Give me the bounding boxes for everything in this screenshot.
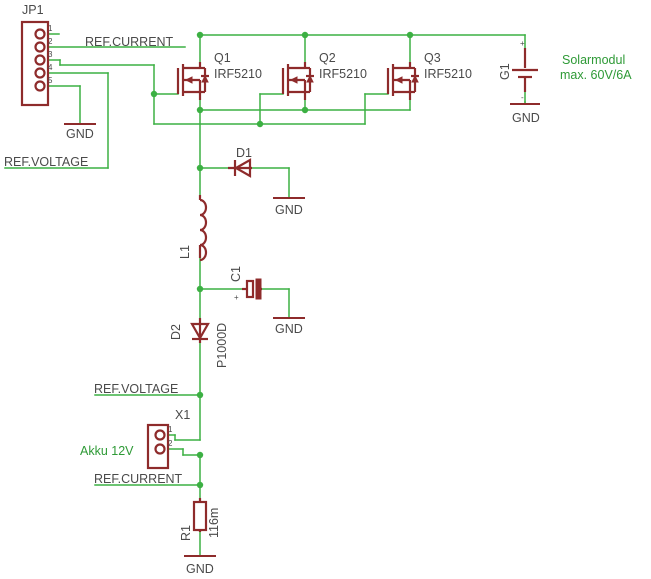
x1-connector: X1 1 2 Akku 12V <box>80 408 190 470</box>
jp1-pin-5: 5 <box>48 76 53 85</box>
gnd-label-r1: GND <box>186 562 214 576</box>
q3-value: IRF5210 <box>424 67 472 81</box>
q1-mosfet: Q1 IRF5210 <box>176 51 262 100</box>
c1-plus: + <box>234 293 239 302</box>
g1-minus: - <box>521 93 524 102</box>
l1-inductor: L1 <box>178 195 208 262</box>
jp1-ref: JP1 <box>22 3 44 17</box>
gnd-symbol-d1: GND <box>273 197 305 217</box>
r1-ref: R1 <box>179 525 193 541</box>
gnd-symbol-c1: GND <box>273 317 305 336</box>
x1-pin-2: 2 <box>168 439 173 448</box>
c1-capacitor: + C1 <box>229 266 262 302</box>
g1-desc-line1: Solarmodul <box>562 53 625 67</box>
g1-desc-line2: max. 60V/6A <box>560 68 632 82</box>
q1-ref: Q1 <box>214 51 231 65</box>
net-label-ref-current-bottom: REF.CURRENT <box>94 472 183 486</box>
l1-ref: L1 <box>178 245 192 259</box>
net-label-ref-voltage-left: REF.VOLTAGE <box>4 155 88 169</box>
d2-diode: D2 P1000D <box>169 318 229 368</box>
net-label-ref-current-top: REF.CURRENT <box>85 35 174 49</box>
d1-diode: D1 <box>228 146 252 178</box>
c1-ref: C1 <box>229 266 243 282</box>
r1-value: 116m <box>207 508 221 538</box>
jp1-pin-4: 4 <box>48 63 53 72</box>
gnd-symbol-jp1: GND <box>64 123 96 141</box>
g1-plus: + <box>520 39 525 48</box>
jp1-pin-3: 3 <box>48 50 53 59</box>
wires <box>4 33 526 557</box>
q1-value: IRF5210 <box>214 67 262 81</box>
junctions <box>150 31 414 489</box>
d2-value: P1000D <box>215 323 229 368</box>
g1-source: + - G1 Solarmodul max. 60V/6A <box>498 39 632 102</box>
q3-ref: Q3 <box>424 51 441 65</box>
gnd-label-g1: GND <box>512 111 540 125</box>
q2-ref: Q2 <box>319 51 336 65</box>
d1-ref: D1 <box>236 146 252 160</box>
q2-mosfet: Q2 IRF5210 <box>281 51 367 100</box>
g1-ref: G1 <box>498 63 512 80</box>
d2-ref: D2 <box>169 324 183 340</box>
gnd-label-d1: GND <box>275 203 303 217</box>
x1-desc: Akku 12V <box>80 444 134 458</box>
r1-resistor: R1 116m <box>179 498 221 541</box>
x1-ref: X1 <box>175 408 190 422</box>
jp1-pin-2: 2 <box>48 37 53 46</box>
q3-mosfet: Q3 IRF5210 <box>386 51 472 100</box>
gnd-label-jp1: GND <box>66 127 94 141</box>
gnd-label-c1: GND <box>275 322 303 336</box>
x1-pin-1: 1 <box>168 425 173 434</box>
q2-value: IRF5210 <box>319 67 367 81</box>
jp1-connector: JP1 1 2 3 4 5 <box>20 3 53 107</box>
gnd-symbol-g1: GND <box>510 101 540 125</box>
gnd-symbol-r1: GND <box>184 555 216 576</box>
jp1-pin-1: 1 <box>48 24 53 33</box>
net-label-ref-voltage-mid: REF.VOLTAGE <box>94 382 178 396</box>
